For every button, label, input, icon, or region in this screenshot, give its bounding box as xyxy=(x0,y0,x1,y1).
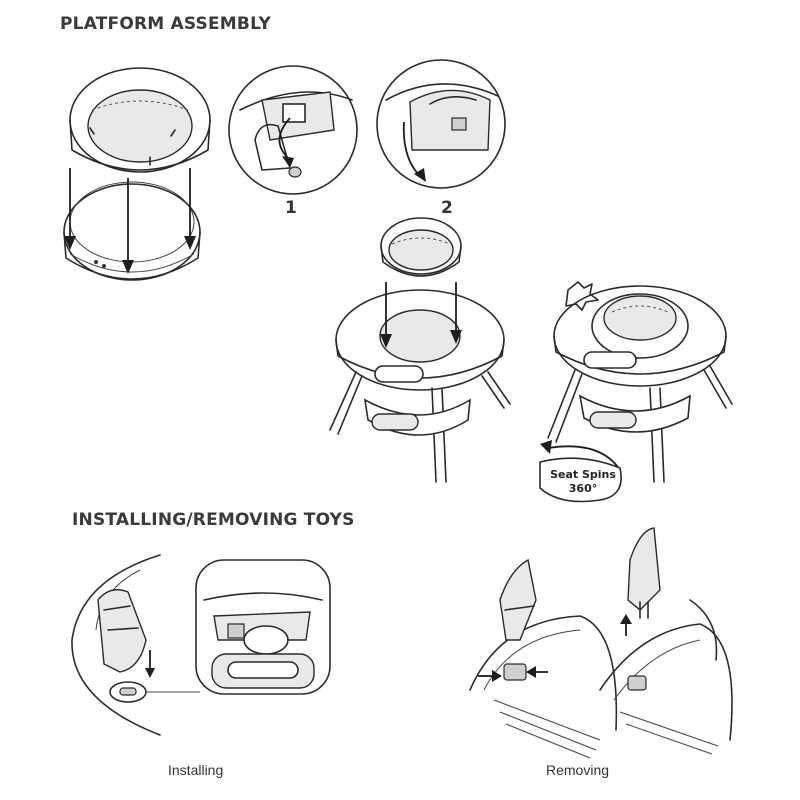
platform-ring-illustration xyxy=(63,67,211,281)
installing-toy-illustration xyxy=(71,554,331,736)
platform-assembly-heading: PLATFORM ASSEMBLY xyxy=(60,14,271,34)
installing-caption: Installing xyxy=(168,762,224,778)
assembled-walker-illustration xyxy=(539,281,733,503)
removing-toy-illustration xyxy=(469,527,733,759)
walker-with-seat-illustration xyxy=(329,217,511,483)
detail-circle-step1 xyxy=(228,65,358,195)
step-number-2: 2 xyxy=(441,198,453,218)
step-number-1: 1 xyxy=(285,198,297,218)
installing-removing-toys-heading: INSTALLING/REMOVING TOYS xyxy=(72,510,355,530)
seat-spins-label: Seat Spins xyxy=(550,468,616,481)
removing-caption: Removing xyxy=(546,762,610,778)
detail-circle-step2 xyxy=(376,59,506,189)
seat-spins-degrees: 360° xyxy=(568,482,598,495)
